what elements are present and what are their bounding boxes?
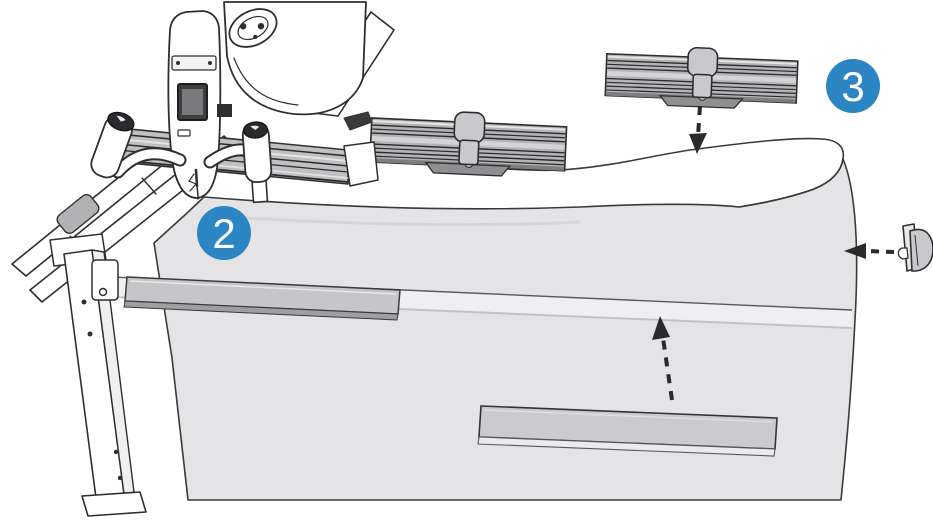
arrow-up-icon — [652, 316, 674, 401]
step-2-number: 2 — [212, 210, 235, 257]
arrow-left-icon — [844, 243, 895, 259]
machine-arm — [223, 1, 395, 117]
handlebars — [90, 111, 273, 204]
rail-clamp-floating — [603, 43, 800, 112]
needle — [188, 168, 200, 200]
edge-clip — [897, 223, 933, 272]
step-3-badge: 3 — [826, 59, 880, 113]
rail-clamp-installed — [368, 107, 569, 180]
frame-front-leg — [49, 233, 147, 517]
machine-and-frame — [11, 1, 395, 517]
side-clamp-bar — [123, 276, 401, 321]
step-2-badge: 2 — [197, 206, 251, 260]
step-3-number: 3 — [841, 63, 864, 110]
left-grip — [90, 111, 135, 179]
machine-head — [167, 10, 232, 200]
loose-clamp-bar — [477, 405, 778, 457]
right-grip — [241, 121, 273, 204]
arrow-down-icon — [689, 105, 707, 154]
